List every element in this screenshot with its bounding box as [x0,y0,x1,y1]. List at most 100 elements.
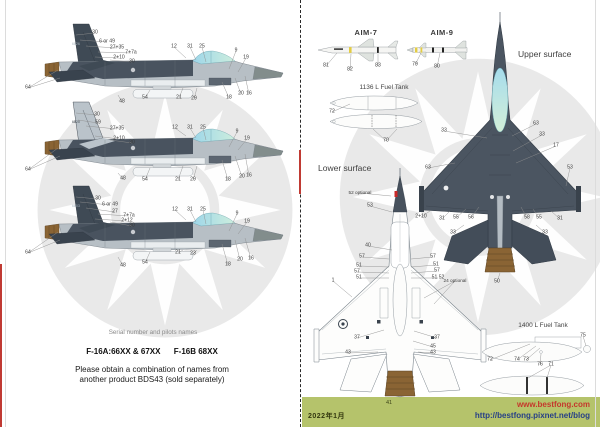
callout-label: 50 [494,278,500,285]
page-edge-line-left [5,0,6,427]
f16-side-profile-3 [44,185,284,261]
red-fold-mark [299,150,301,194]
callout-label: 30 [129,58,135,65]
callout-label: 48 [120,175,126,182]
callout-label: 19 [243,54,249,61]
callout-label: 52 optional [348,190,372,196]
callout-label: 9 [235,128,239,135]
footer-blog-url: http://bestfong.pixnet.net/blog [474,411,590,420]
page-number: 41 [386,400,393,406]
callout-label: 57 [430,253,436,260]
callout-label: 25 [200,206,206,213]
callout-label: 64 [25,84,31,91]
callout-label: 73 [523,356,529,363]
callout-label: 29 [190,176,196,183]
callout-label: 30 [92,29,98,36]
callout-label: 25 [199,43,205,50]
callout-label: 45 [430,343,436,350]
callout-label: 79 [412,61,418,68]
callout-label: 27+35 [109,125,125,132]
callout-label: 16 [248,255,254,262]
callout-label: 6 or 49 [102,201,118,208]
aim7-missile-drawing [317,38,399,62]
callout-label: 33 [542,229,548,236]
callout-label: 24 optional [443,278,467,284]
callout-label: 2+12 [121,217,133,224]
callout-label: 82 [347,66,353,73]
callout-label: 18 [225,261,231,268]
f16-side-profile-1 [44,23,284,99]
tail-number: 6820 [71,120,81,125]
callout-label: 55 [453,214,459,221]
fuel-tank-1400-label: 1400 L Fuel Tank [518,322,568,329]
callout-label: 74 [514,356,520,363]
f16-side-profile-2 [44,101,284,177]
callout-label: 29 [191,95,197,102]
callout-label: 56 [468,214,474,221]
callout-label: 23 [190,250,196,257]
aim9-missile-drawing [406,40,468,60]
callout-label: 72 [329,108,335,115]
callout-label: 12 [171,43,177,50]
callout-label: 33 [441,127,447,134]
callout-label: 51 [356,274,362,281]
callout-label: 30 [129,222,135,229]
page-edge-line-right [595,0,596,427]
aim9-label: AIM-9 [430,28,454,37]
callout-label: 54 [142,176,148,183]
callout-label: 30 [95,195,101,202]
fuel-tank-1136-drawing [329,95,423,129]
fuel-tank-1136-label: 1136 L Fuel Tank [359,84,409,91]
callout-label: 33 [450,229,456,236]
callout-label: 21 [176,94,182,101]
callout-label: 54 [142,259,148,266]
callout-label: 33 [539,131,545,138]
callout-label: 19 [244,218,250,225]
callout-label: 21 [175,249,181,256]
callout-label: 51 [433,261,439,268]
callout-label: 64 [25,249,31,256]
callout-label: 18 [225,176,231,183]
callout-label: 30 [94,111,100,118]
callout-label: 9 [234,47,238,54]
callout-label: 70 [383,137,389,144]
callout-label: 37 [434,334,440,341]
callout-label: 27 [112,208,118,215]
fuel-tank-1400-drawing [479,336,591,396]
callout-label: 2+10 [113,135,125,142]
callout-label: 76 [537,361,543,368]
callout-label: 25 [200,124,206,131]
callout-label: 81 [323,62,329,69]
upper-surface-label: Upper surface [518,49,572,59]
callout-label: 31 [187,43,193,50]
tail-number: 6826 [71,42,81,47]
callout-label: 59 [95,119,101,126]
callout-label: 20 [239,173,245,180]
callout-label: 43 [430,349,436,356]
callout-label: 2+10 [113,54,125,61]
callout-label: 40 [365,242,371,249]
callout-label: 48 [119,98,125,105]
callout-label: 80 [434,63,440,70]
callout-label: 6 or 49 [99,38,115,45]
callout-label: 27+35 [109,44,125,51]
callout-label: 7+7a [123,212,135,219]
callout-label: 55 [536,214,542,221]
callout-label: 63 [533,120,539,127]
callout-label: 30 [129,139,135,146]
roc-sun-emblem-left [38,83,293,338]
callout-label: 58 [524,214,530,221]
aim7-label: AIM-7 [354,28,378,37]
callout-label: 20 [237,256,243,263]
callout-label: 31 [439,215,445,222]
callout-label: 63 [425,164,431,171]
callout-label: 17 [553,142,559,149]
callout-label: 31 [557,215,563,222]
callout-label: 83 [375,62,381,69]
f16-bottom-view-lower-surface [313,168,487,398]
callout-label: 57 [354,268,360,275]
serial-ranges: F-16A:66XX & 67XX F-16B 68XX [86,347,218,356]
callout-label: 19 [244,135,250,142]
callout-label: 16 [246,90,252,97]
